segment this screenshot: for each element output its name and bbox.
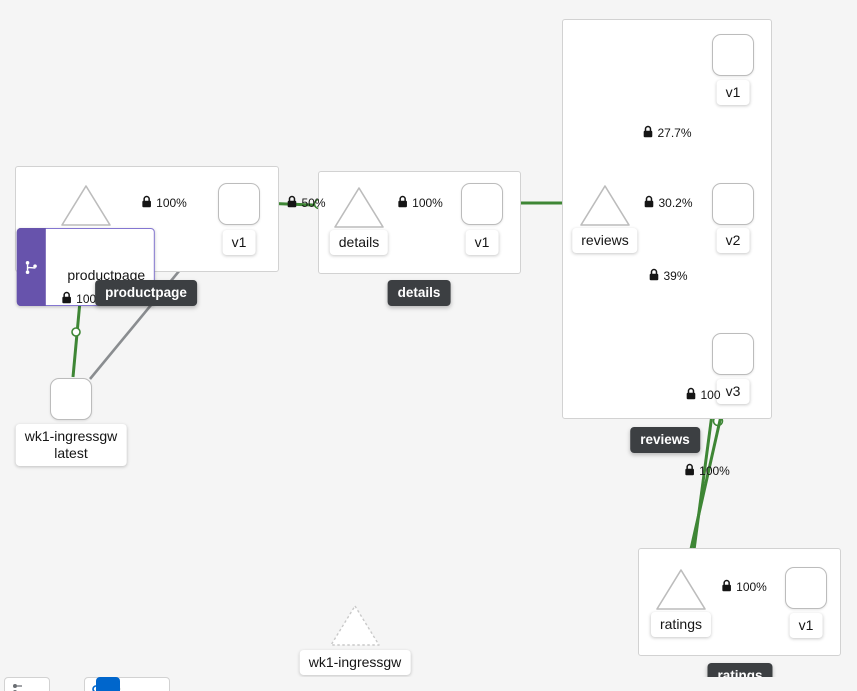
- legend-icon: [12, 683, 24, 691]
- edge-rate-text: 100: [700, 387, 721, 402]
- mtls-lock-icon: [642, 125, 653, 141]
- mtls-lock-icon: [397, 195, 408, 211]
- mtls-lock-icon: [141, 195, 152, 211]
- edge-rate-text: 39%: [663, 268, 688, 283]
- node-reviews-v2[interactable]: [712, 183, 754, 225]
- edge-label-reviews-v3-ratings: 100%: [684, 463, 730, 479]
- mtls-lock-icon: [648, 268, 659, 284]
- edge-label-productpage-details: 50%: [286, 195, 326, 211]
- edge-rate-text: 100%: [736, 579, 767, 594]
- mtls-lock-icon: [61, 291, 72, 307]
- mtls-lock-icon: [286, 195, 297, 211]
- bottom-toolbar[interactable]: [0, 677, 857, 691]
- node-label-wk1-ingressgw: wk1-ingressgw latest: [15, 424, 127, 466]
- primary-action-button[interactable]: [96, 677, 120, 691]
- node-wk1-ingressgw[interactable]: [50, 378, 92, 420]
- edge-label-details-v1: 100%: [397, 195, 443, 211]
- node-reviews-v3[interactable]: [712, 333, 754, 375]
- node-label-reviews-v3: v3: [716, 379, 750, 404]
- legend-chip[interactable]: [4, 677, 50, 691]
- node-label-ratings: ratings: [650, 612, 712, 637]
- node-productpage-v1[interactable]: [218, 183, 260, 225]
- drag-ghost-label: wk1-ingressgw: [299, 650, 411, 675]
- mtls-lock-icon: [684, 463, 695, 479]
- node-label-ratings-v1: v1: [789, 613, 823, 638]
- node-label-details: details: [329, 230, 389, 255]
- tooltip-reviews: reviews: [630, 427, 700, 453]
- edge-rate-text: 100%: [699, 463, 730, 478]
- edge-label-reviews-v2: 30.2%: [643, 195, 693, 211]
- mtls-lock-icon: [685, 387, 696, 403]
- node-label-reviews: reviews: [572, 228, 638, 253]
- mtls-lock-icon: [643, 195, 654, 211]
- tooltip-productpage: productpage: [95, 280, 197, 306]
- node-label-reviews-v1: v1: [716, 80, 750, 105]
- edge-label-reviews-v3: 39%: [648, 268, 688, 284]
- node-label-productpage-text: productpage: [67, 267, 146, 283]
- edge-label-productpage-v1: 100%: [141, 195, 187, 211]
- node-ratings-v1[interactable]: [785, 567, 827, 609]
- node-label-details-v1: v1: [465, 230, 499, 255]
- edge-label-ratings-v1: 100%: [721, 579, 767, 595]
- tooltip-details: details: [387, 280, 451, 306]
- edge-rate-text: 100%: [156, 195, 187, 210]
- edge-rate-text: 100%: [412, 195, 443, 210]
- edge-label-reviews-v1: 27.7%: [642, 125, 692, 141]
- edge-label-reviews-v2-ratings: 100: [685, 387, 721, 403]
- edge-rate-text: 27.7%: [657, 125, 692, 140]
- node-reviews-v1[interactable]: [712, 34, 754, 76]
- node-label-reviews-v2: v2: [716, 228, 750, 253]
- node-details-v1[interactable]: [461, 183, 503, 225]
- mtls-lock-icon: [721, 579, 732, 595]
- edge-rate-text: 30.2%: [658, 195, 693, 210]
- edge-rate-text: 50%: [301, 195, 326, 210]
- node-label-productpage-v1: v1: [222, 230, 256, 255]
- virtual-service-icon: [16, 228, 46, 306]
